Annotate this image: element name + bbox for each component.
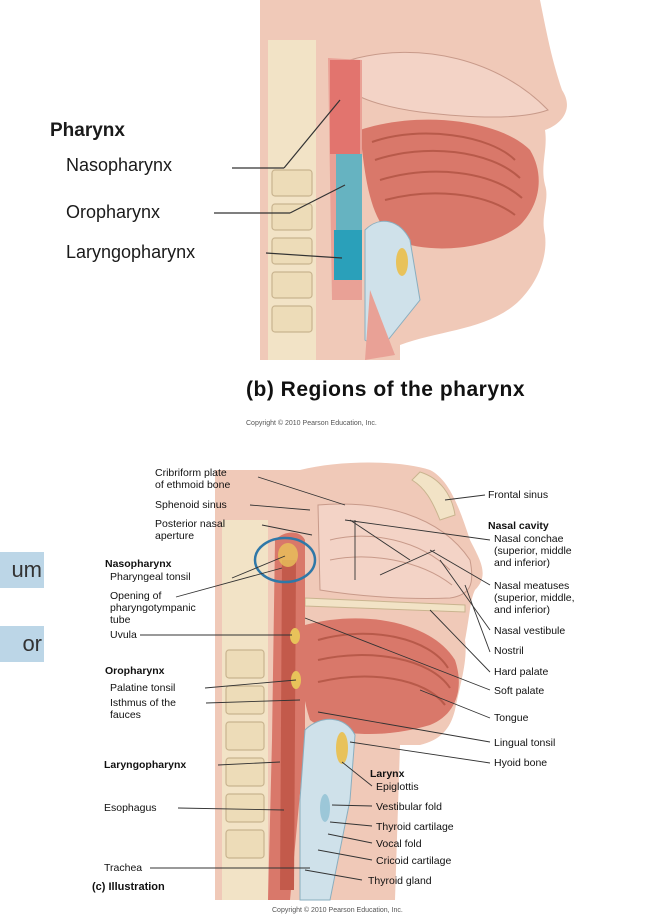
label-frontal-sinus: Frontal sinus	[488, 489, 549, 501]
label-soft-palate: Soft palate	[494, 685, 545, 697]
label-nasal-meatuses: Nasal meatuses	[494, 580, 570, 592]
side-text-fragment-1: um	[0, 552, 44, 588]
label-nasal-cavity: Nasal cavity	[488, 520, 549, 532]
label-nasopharynx: Nasopharynx	[105, 558, 172, 570]
label-nasal-conchae: Nasal conchae	[494, 533, 564, 545]
label-posterior-nasal-aperture-2: aperture	[155, 530, 195, 542]
side-text-fragment-2: or	[0, 626, 44, 662]
panel-c-caption: (c) Illustration	[92, 881, 165, 893]
label-opening-tube-3: tube	[110, 614, 131, 626]
label-oropharynx: Oropharynx	[105, 665, 165, 677]
label-pharyngeal-tonsil: Pharyngeal tonsil	[110, 571, 191, 583]
label-hyoid-bone: Hyoid bone	[494, 757, 548, 769]
label-esophagus: Esophagus	[104, 802, 157, 814]
label-larynx: Larynx	[370, 768, 405, 780]
label-laryngopharynx: Laryngopharynx	[104, 759, 187, 771]
label-cribriform-plate: Cribriform plate	[155, 467, 227, 479]
label-nasal-meatuses-2: (superior, middle,	[494, 592, 575, 604]
label-isthmus-fauces: Isthmus of the	[110, 697, 176, 709]
label-isthmus-fauces-2: fauces	[110, 709, 141, 721]
label-vestibular-fold: Vestibular fold	[376, 801, 442, 813]
pharynx-heading: Pharynx	[50, 120, 125, 141]
label-palatine-tonsil: Palatine tonsil	[110, 682, 176, 694]
label-nasal-vestibule: Nasal vestibule	[494, 625, 566, 637]
panel-b-caption: (b) Regions of the pharynx	[246, 378, 526, 401]
label-opening-tube: Opening of	[110, 590, 162, 602]
panel-c-copyright: Copyright © 2010 Pearson Education, Inc.	[272, 907, 403, 914]
label-lingual-tonsil: Lingual tonsil	[494, 737, 556, 749]
nasopharynx-label: Nasopharynx	[66, 155, 173, 175]
laryngopharynx-label: Laryngopharynx	[66, 242, 196, 262]
label-nasal-conchae-2: (superior, middle	[494, 545, 572, 557]
label-nasal-conchae-3: and inferior)	[494, 557, 551, 569]
oropharynx-label: Oropharynx	[66, 202, 161, 222]
label-trachea: Trachea	[104, 862, 143, 874]
label-cricoid-cartilage: Cricoid cartilage	[376, 855, 452, 867]
label-posterior-nasal-aperture: Posterior nasal	[155, 518, 226, 530]
label-opening-tube-2: pharyngotympanic	[110, 602, 196, 614]
panel-b-copyright: Copyright © 2010 Pearson Education, Inc.	[246, 420, 377, 427]
label-hard-palate: Hard palate	[494, 666, 549, 678]
label-thyroid-cartilage: Thyroid cartilage	[376, 821, 454, 833]
label-uvula: Uvula	[110, 629, 137, 641]
label-vocal-fold: Vocal fold	[376, 838, 422, 850]
label-cribriform-plate-2: of ethmoid bone	[155, 479, 231, 491]
label-nostril: Nostril	[494, 645, 524, 657]
label-epiglottis: Epiglottis	[376, 781, 419, 793]
label-tongue: Tongue	[494, 712, 529, 724]
label-thyroid-gland: Thyroid gland	[368, 875, 432, 887]
label-sphenoid-sinus: Sphenoid sinus	[155, 499, 227, 511]
label-nasal-meatuses-3: and inferior)	[494, 604, 551, 616]
